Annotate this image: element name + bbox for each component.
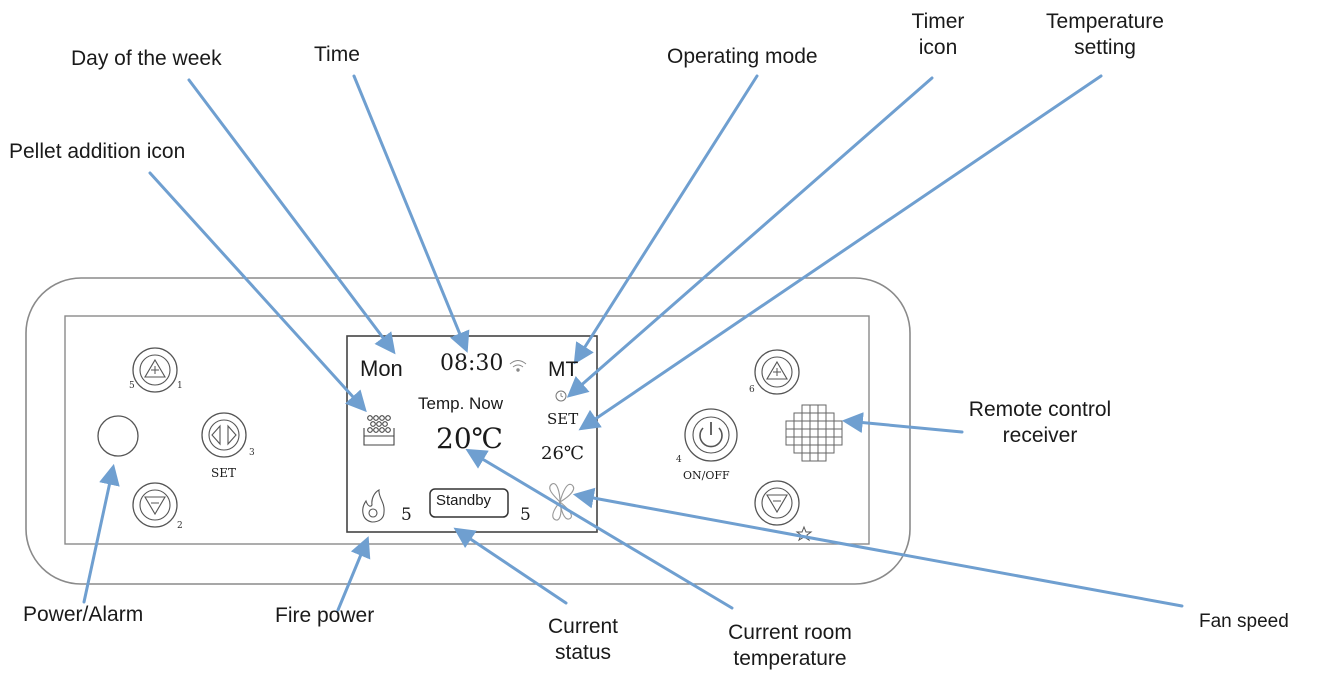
lcd-mode: MT [548,358,579,381]
label-fan-speed: Fan speed [1199,611,1289,632]
lcd-status: Standby [436,492,492,509]
remote-receiver-grid-icon [785,404,843,462]
arrow-remote-receiver [841,412,964,434]
up-button-left[interactable] [132,347,178,393]
label-time: Time [314,43,360,66]
arrow-operating-mode [573,74,759,365]
label-temperature-setting-line1: Temperature [1046,10,1164,33]
label-remote-receiver-line2: receiver [1002,424,1078,447]
lcd-set-label: SET [547,410,579,428]
flame-icon [362,489,385,523]
lcd-fire-level: 5 [401,505,412,525]
arrow-fan-speed [572,487,1184,608]
label-current-room-temp-line1: Current room [728,621,852,644]
lcd-room-temp: 20℃ [436,422,503,455]
down-button-left[interactable] [132,482,178,528]
timer-icon [555,390,567,402]
label-fire-power: Fire power [275,604,375,627]
button-number-1: 1 [177,381,183,391]
left-set-label: SET [211,466,236,480]
button-number-3: 3 [249,448,255,458]
label-operating-mode: Operating mode [667,45,818,68]
pellet-addition-icon [363,415,395,446]
button-number-2: 2 [177,521,183,531]
label-current-status-line2: status [554,641,612,664]
arrow-day-of-week [187,78,396,355]
arrow-temperature-setting [578,74,1103,431]
up-button-right[interactable] [754,349,800,395]
lcd-day: Mon [360,356,403,381]
lcd-set-temp: 26℃ [541,443,585,464]
label-current-status: Current status [533,614,633,666]
label-day-of-week: Day of the week [71,47,222,70]
down-button-right[interactable] [754,480,800,526]
arrow-timer-icon [566,76,934,398]
label-power-alarm: Power/Alarm [23,603,144,626]
button-number-6: 6 [749,385,755,395]
label-temperature-setting: Temperature setting [1040,9,1170,61]
label-pellet-addition-icon: Pellet addition icon [9,140,186,163]
set-button-left[interactable] [201,412,247,458]
label-temperature-setting-line2: setting [1074,36,1136,59]
lcd-time: 08:30 [440,351,504,376]
arrow-fire-power [336,536,371,612]
label-timer-icon: Timer icon [903,9,973,61]
label-remote-receiver-line1: Remote control [968,398,1112,421]
label-current-status-line1: Current [547,615,619,638]
onoff-label: ON/OFF [683,469,730,482]
label-timer-icon-line1: Timer [911,10,965,33]
label-timer-icon-line2: icon [918,36,958,59]
label-current-room-temperature: Current room temperature [710,620,870,672]
panel-outer-outline [25,277,911,585]
arrow-pellet-addition [148,171,367,413]
wifi-icon [509,360,527,372]
arrow-time [352,74,470,353]
button-number-5: 5 [129,381,135,391]
arrow-current-room-temperature [465,448,734,610]
lcd-fan-level: 5 [520,505,531,525]
on-off-button[interactable] [684,408,738,462]
power-alarm-indicator [97,415,139,457]
arrow-current-status [453,527,568,605]
label-current-room-temp-line2: temperature [733,647,847,670]
lcd-temp-now-label: Temp. Now [418,394,504,413]
label-remote-control-receiver: Remote control receiver [960,397,1120,449]
arrow-power-alarm [82,463,120,604]
status-box [429,488,509,518]
button-number-4: 4 [676,455,682,465]
